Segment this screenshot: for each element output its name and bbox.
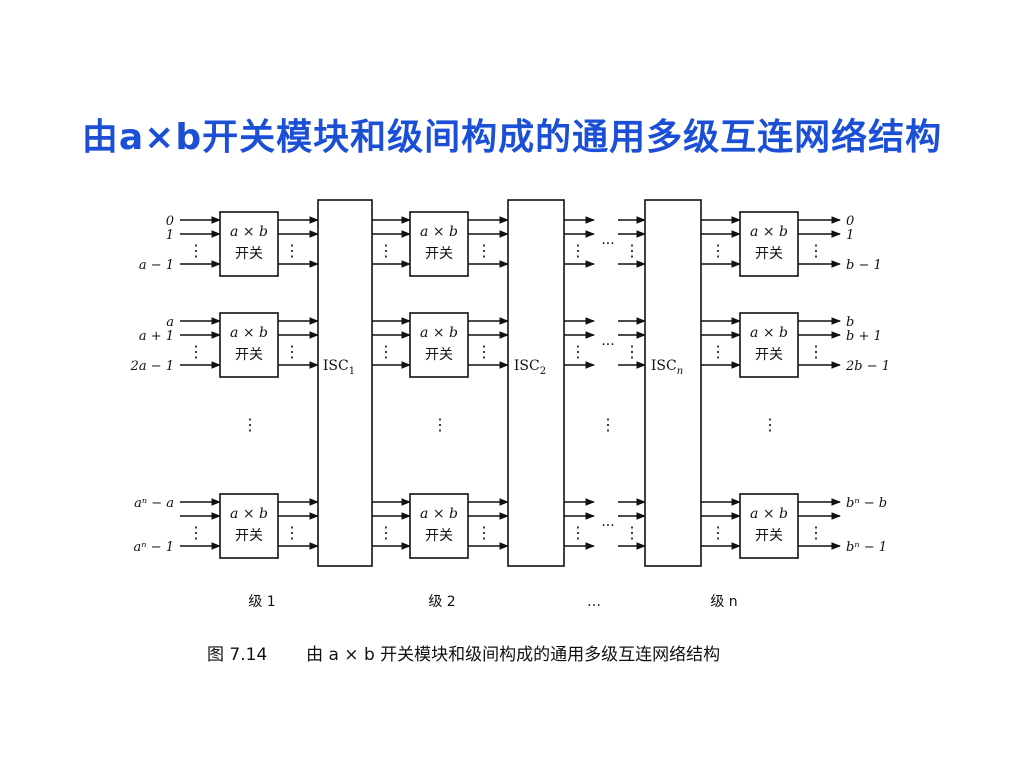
input-label: a (166, 315, 174, 330)
switch-text-label: 开关 (755, 246, 783, 262)
input-ellipsis: ⋮ (378, 241, 394, 260)
input-ellipsis: ⋮ (188, 241, 204, 260)
isc-label: ISCn (651, 358, 683, 377)
switch-dims-label: a × b (420, 506, 458, 522)
input-label: 1 (166, 228, 174, 243)
switch-dims-label: a × b (750, 224, 788, 240)
isc-box (644, 199, 702, 567)
isc-label: ISC2 (514, 358, 546, 377)
switch-module (409, 493, 469, 559)
stage-label: … (587, 594, 601, 610)
output-ellipsis: ⋮ (284, 523, 300, 542)
input-ellipsis: ⋮ (710, 241, 726, 260)
output-label: b + 1 (846, 329, 882, 344)
output-label: bⁿ − b (846, 496, 887, 511)
input-ellipsis: ⋮ (624, 523, 640, 542)
isc-subscript: 1 (349, 366, 355, 377)
switch-dims-label: a × b (420, 325, 458, 341)
output-label: 2b − 1 (845, 359, 890, 374)
input-label: aⁿ − 1 (134, 540, 174, 555)
gap-ellipsis: ··· (601, 337, 614, 353)
row-ellipsis: ⋮ (762, 415, 778, 434)
output-ellipsis: ⋮ (284, 241, 300, 260)
input-label: 2a − 1 (130, 359, 174, 374)
switch-module (739, 312, 799, 378)
output-ellipsis: ⋮ (808, 342, 824, 361)
connection-lines (180, 216, 841, 550)
input-ellipsis: ⋮ (570, 523, 586, 542)
switch-module (219, 493, 279, 559)
switch-module (219, 211, 279, 277)
switch-module (739, 211, 799, 277)
switch-text-label: 开关 (235, 246, 263, 262)
input-ellipsis: ⋮ (710, 523, 726, 542)
row-ellipsis: ⋮ (432, 415, 448, 434)
switch-dims-label: a × b (750, 325, 788, 341)
labels: a × b 开关 a × b 开关 a × b 开关 a × b 开关 a × b 开关 a × b… (130, 214, 890, 610)
isc-box (507, 199, 565, 567)
switch-text-label: 开关 (755, 528, 783, 544)
output-ellipsis: ⋮ (476, 523, 492, 542)
output-label: b (846, 315, 854, 330)
stage-label: 级 n (710, 594, 737, 610)
switch-module (409, 211, 469, 277)
gap-ellipsis: ··· (601, 518, 614, 534)
input-label: 0 (166, 214, 174, 229)
output-ellipsis: ⋮ (808, 241, 824, 260)
stage-label: 级 1 (248, 594, 275, 610)
row-ellipsis: ⋮ (242, 415, 258, 434)
output-ellipsis: ⋮ (476, 342, 492, 361)
switch-module (409, 312, 469, 378)
figure-caption: 图 7.14 由 a × b 开关模块和级间构成的通用多级互连网络结构 (207, 640, 847, 665)
isc-label: ISC1 (323, 358, 355, 377)
input-label: aⁿ − a (134, 496, 174, 511)
switch-dims-label: a × b (230, 224, 268, 240)
isc-box (317, 199, 373, 567)
switch-dims-label: a × b (420, 224, 458, 240)
switch-text-label: 开关 (425, 246, 453, 262)
input-ellipsis: ⋮ (378, 523, 394, 542)
input-ellipsis: ⋮ (624, 342, 640, 361)
output-label: 1 (846, 228, 854, 243)
input-ellipsis: ⋮ (624, 241, 640, 260)
output-label: bⁿ − 1 (846, 540, 887, 555)
input-ellipsis: ⋮ (188, 523, 204, 542)
figure-caption-text: 由 a × b 开关模块和级间构成的通用多级互连网络结构 (306, 645, 721, 665)
input-ellipsis: ⋮ (188, 342, 204, 361)
switch-module (219, 312, 279, 378)
row-ellipsis: ⋮ (600, 415, 616, 434)
boxes (219, 199, 799, 567)
stage-label: 级 2 (428, 594, 455, 610)
input-ellipsis: ⋮ (710, 342, 726, 361)
output-label: 0 (846, 214, 854, 229)
input-ellipsis: ⋮ (378, 342, 394, 361)
isc-subscript: n (677, 366, 683, 377)
output-ellipsis: ⋮ (284, 342, 300, 361)
switch-text-label: 开关 (235, 528, 263, 544)
input-label: a + 1 (139, 329, 174, 344)
output-ellipsis: ⋮ (808, 523, 824, 542)
input-ellipsis: ⋮ (570, 241, 586, 260)
switch-text-label: 开关 (425, 347, 453, 363)
isc-subscript: 2 (540, 366, 546, 377)
output-label: b − 1 (846, 258, 882, 273)
figure-number: 图 7.14 (207, 645, 268, 665)
switch-text-label: 开关 (235, 347, 263, 363)
switch-text-label: 开关 (425, 528, 453, 544)
output-ellipsis: ⋮ (476, 241, 492, 260)
switch-dims-label: a × b (230, 325, 268, 341)
input-ellipsis: ⋮ (570, 342, 586, 361)
slide-title: 由a×b开关模块和级间构成的通用多级互连网络结构 (81, 117, 943, 158)
switch-dims-label: a × b (230, 506, 268, 522)
gap-ellipsis: ··· (601, 236, 614, 252)
input-label: a − 1 (139, 258, 174, 273)
switch-module (739, 493, 799, 559)
switch-dims-label: a × b (750, 506, 788, 522)
switch-text-label: 开关 (755, 347, 783, 363)
